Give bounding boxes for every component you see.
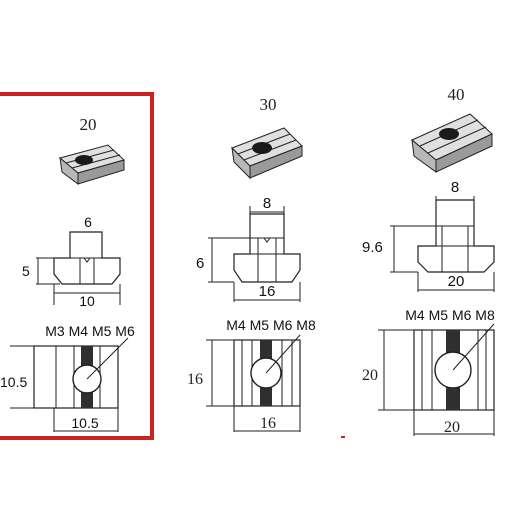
top-view <box>378 323 495 436</box>
top-view <box>10 337 129 432</box>
top-width-label: 8 <box>451 179 459 196</box>
column-size-20: 20 <box>0 115 135 432</box>
profile-view <box>36 231 121 305</box>
column-size-30: 30 8 6 16 M4 M <box>187 95 316 432</box>
square-height-label: 10.5 <box>0 374 27 390</box>
height-label: 9.6 <box>362 239 383 256</box>
column-size-40: 40 8 9.6 20 M4 M5 M6 <box>362 85 495 436</box>
highlight-frame <box>0 92 154 440</box>
thread-sizes: M4 M5 M6 M8 <box>405 307 495 323</box>
top-view <box>206 334 301 432</box>
size-label: 20 <box>80 115 97 134</box>
top-width-label: 6 <box>84 214 92 230</box>
profile-view <box>208 206 301 302</box>
square-width-label: 10.5 <box>71 415 98 431</box>
nut-iso-icon <box>231 127 303 180</box>
height-label: 6 <box>196 255 204 272</box>
profile-view <box>390 196 495 292</box>
square-height-label: 16 <box>187 371 203 388</box>
bottom-width-label: 20 <box>448 273 465 290</box>
nut-iso-icon <box>58 144 125 185</box>
square-width-label: 20 <box>444 419 460 436</box>
bottom-width-label: 10 <box>79 293 95 309</box>
height-label: 5 <box>22 263 30 279</box>
top-width-label: 8 <box>263 195 271 212</box>
bottom-width-label: 16 <box>259 283 276 300</box>
thread-sizes: M4 M5 M6 M8 <box>226 317 316 333</box>
nut-iso-icon <box>411 113 493 173</box>
size-label: 40 <box>448 85 465 104</box>
square-height-label: 20 <box>362 367 378 384</box>
size-label: 30 <box>260 95 277 114</box>
square-width-label: 16 <box>260 415 276 432</box>
thread-sizes: M3 M4 M5 M6 <box>45 323 135 339</box>
